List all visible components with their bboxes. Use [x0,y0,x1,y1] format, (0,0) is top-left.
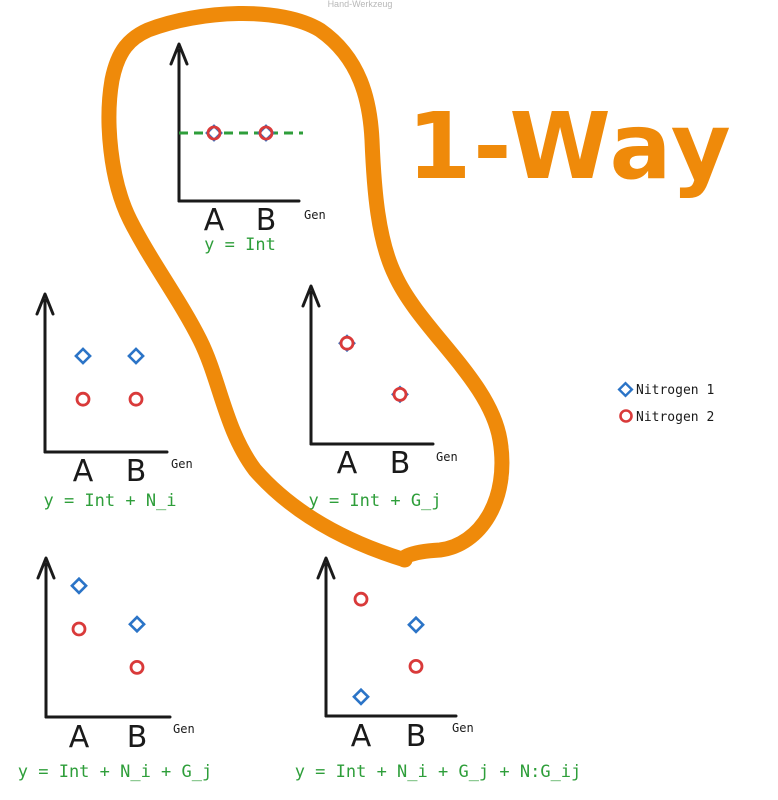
x-axis-label: Gen [173,722,195,736]
model-formula: y = Int + G_j [308,491,441,511]
x-axis-label: Gen [304,208,326,222]
data-point-nitrogen-1 [407,615,425,634]
data-point-nitrogen-2 [71,621,87,637]
x-tick-label: B [256,203,277,238]
x-tick-label: B [390,446,411,481]
x-tick-label: A [69,720,90,755]
model-formula: y = Int + N_i + G_j + N:G_ij [295,762,582,782]
x-axis-label: Gen [436,450,458,464]
x-tick-label: A [204,203,225,238]
panel-int-ni-gj: A B Gen y = Int + N_i + G_j [18,556,212,782]
diamond-marker-icon [617,381,634,398]
legend-label: Nitrogen 1 [636,383,714,398]
data-point-nitrogen-2 [128,391,144,407]
data-point-nitrogen-1 [128,615,146,634]
data-point-nitrogen-2 [353,591,369,607]
y-axis-arrow-icon [316,556,336,580]
data-point-nitrogen-1 [352,687,370,706]
data-point-nitrogen-2 [129,660,145,675]
annotation-one-way: 1-Way [407,93,733,200]
legend-label: Nitrogen 2 [636,410,714,425]
model-formula: y = Int + N_i + G_j [18,762,212,782]
x-tick-label: B [127,720,148,755]
y-axis-arrow-icon [301,284,321,308]
annotation-text: 1-Way [407,93,733,200]
tool-label: Hand-Werkzeug [328,0,393,9]
model-formula: y = Int + N_i [43,491,176,511]
data-point-nitrogen-2 [339,335,355,351]
x-tick-label: A [351,719,372,754]
x-tick-label: A [73,454,94,489]
x-axis-label: Gen [452,721,474,735]
legend-item-nitrogen-1: Nitrogen 1 [617,381,714,398]
x-axis-label: Gen [171,457,193,471]
data-point-nitrogen-2 [206,125,222,141]
data-point-nitrogen-2 [408,659,424,674]
data-point-nitrogen-2 [75,391,91,407]
data-point-nitrogen-1 [74,347,92,365]
legend-item-nitrogen-2: Nitrogen 2 [619,409,714,425]
highlight-loop [101,6,510,568]
legend: Nitrogen 1 Nitrogen 2 [617,381,714,425]
y-axis-arrow-icon [169,42,189,66]
data-point-nitrogen-2 [392,386,408,402]
x-tick-label: A [337,446,358,481]
y-axis-arrow-icon [35,292,55,316]
y-axis-arrow-icon [36,556,56,580]
x-tick-label: B [406,719,427,754]
data-point-nitrogen-1 [70,576,88,595]
circle-marker-icon [619,409,633,423]
data-point-nitrogen-1 [127,347,145,365]
x-tick-label: B [126,454,147,489]
data-point-nitrogen-2 [258,125,274,141]
model-formula: y = Int [204,235,276,255]
